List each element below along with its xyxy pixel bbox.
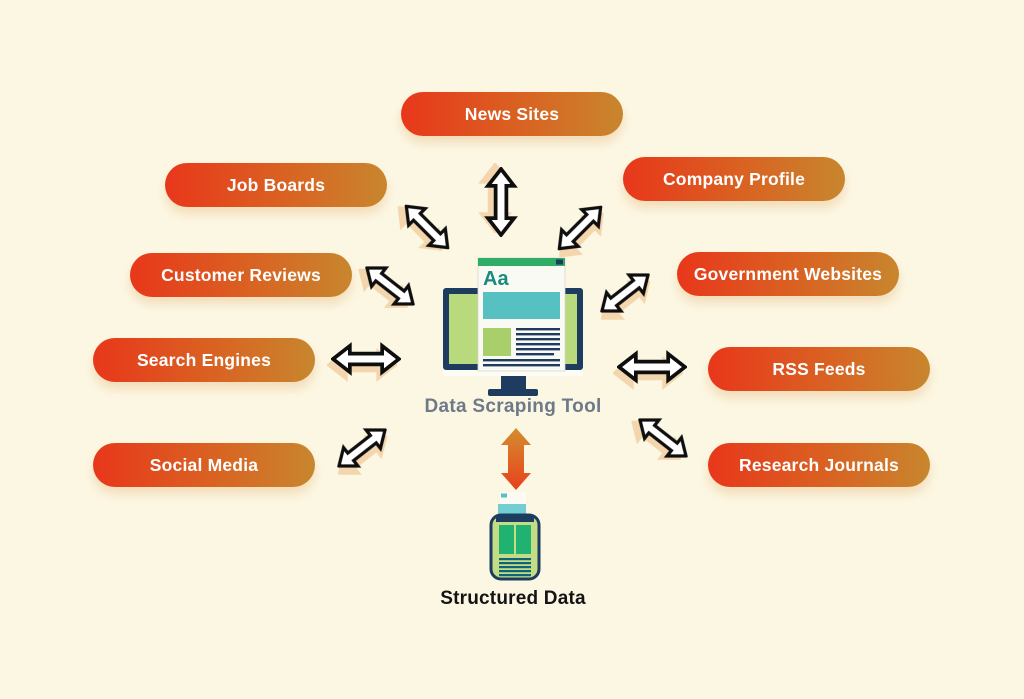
source-pill-news-sites: News Sites — [401, 92, 623, 136]
double-arrow-icon — [591, 262, 658, 324]
source-pill-government-websites: Government Websites — [677, 252, 899, 296]
double-arrow-icon — [617, 350, 687, 384]
double-arrow-icon — [547, 195, 612, 260]
monitor-icon: Aa — [430, 254, 590, 402]
double-arrow-icon — [331, 342, 401, 376]
source-pill-search-engines: Search Engines — [93, 338, 315, 382]
double-arrow-icon — [484, 167, 518, 237]
double-arrow-icon — [356, 255, 423, 317]
up-down-arrow-icon — [501, 428, 531, 490]
source-pill-job-boards: Job Boards — [165, 163, 387, 207]
center-tool-label: Data Scraping Tool — [424, 396, 602, 417]
double-arrow-icon — [394, 194, 459, 259]
source-pill-social-media: Social Media — [93, 443, 315, 487]
structured-data-label: Structured Data — [440, 588, 586, 609]
source-pill-customer-reviews: Customer Reviews — [130, 253, 352, 297]
source-pill-rss-feeds: RSS Feeds — [708, 347, 930, 391]
double-arrow-icon — [328, 417, 395, 479]
database-jar-icon — [488, 492, 542, 582]
source-pill-company-profile: Company Profile — [623, 157, 845, 201]
source-pill-research-journals: Research Journals — [708, 443, 930, 487]
svg-text:Aa: Aa — [483, 268, 509, 290]
